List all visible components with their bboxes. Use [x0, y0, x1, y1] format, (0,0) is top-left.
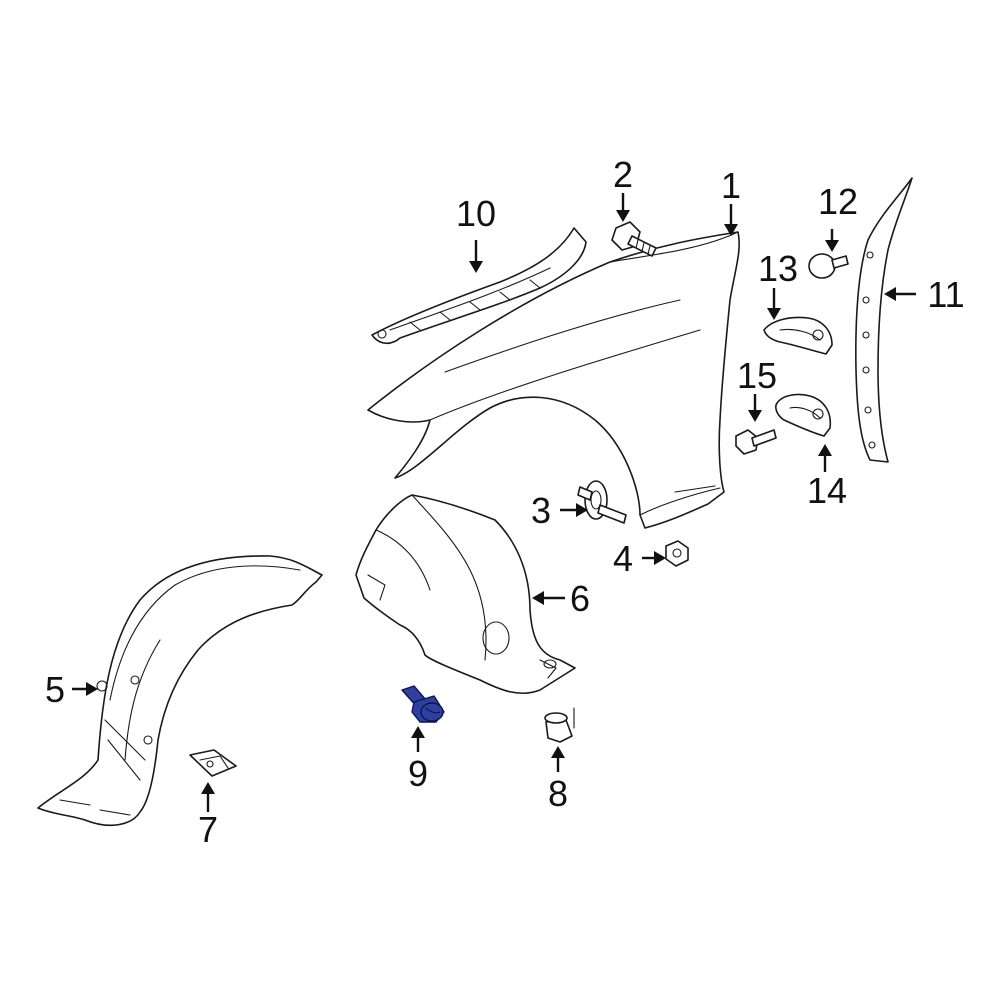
part-10-rail[interactable]: [371, 227, 587, 345]
part-4-nut[interactable]: [665, 540, 689, 567]
callout-14: 14: [807, 470, 847, 511]
callout-labels: 1 2 3 4 5 6 7 8 9 10 11 12 13 14 15: [45, 154, 965, 850]
part-13-bracket[interactable]: [763, 316, 833, 355]
callout-15: 15: [737, 355, 777, 396]
part-3-stud[interactable]: [577, 480, 627, 524]
part-14-bracket[interactable]: [775, 393, 832, 437]
callout-12: 12: [818, 181, 858, 222]
leader-arrows: [72, 193, 916, 812]
callout-8: 8: [548, 773, 568, 814]
callout-2: 2: [613, 154, 633, 195]
part-11-seal[interactable]: [855, 177, 913, 463]
callout-4: 4: [613, 538, 633, 579]
part-15-bolt[interactable]: [735, 429, 777, 455]
callout-9: 9: [408, 753, 428, 794]
callout-3: 3: [531, 490, 551, 531]
callout-7: 7: [198, 809, 218, 850]
part-7-clip[interactable]: [189, 749, 237, 777]
callout-5: 5: [45, 669, 65, 710]
part-8-nut[interactable]: [544, 707, 575, 743]
callout-1: 1: [721, 165, 741, 206]
part-6-front-liner[interactable]: [355, 494, 576, 694]
callout-13: 13: [758, 248, 798, 289]
callout-11: 11: [927, 274, 964, 315]
callout-6: 6: [570, 578, 590, 619]
part-2-bolt[interactable]: [611, 221, 657, 257]
callout-10: 10: [456, 193, 496, 234]
part-12-pin[interactable]: [808, 253, 849, 279]
part-9-retainer[interactable]: [401, 685, 445, 723]
part-5-rear-liner[interactable]: [37, 555, 323, 827]
